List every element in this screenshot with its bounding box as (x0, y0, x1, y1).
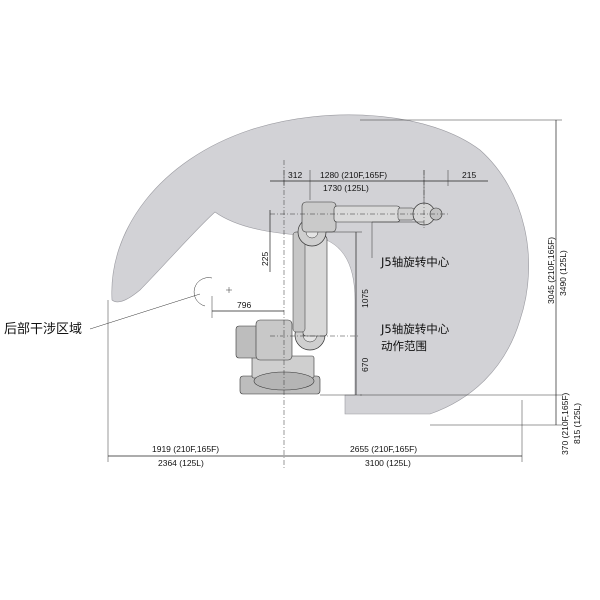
dim-1075: 1075 (360, 289, 370, 308)
work-envelope-area (111, 114, 529, 415)
rear-interference-marker (193, 277, 232, 307)
robot-lower-arm (302, 235, 328, 337)
dim-2364: 2364 (125L) (158, 458, 204, 468)
dim-312: 312 (288, 170, 302, 180)
dim-3100: 3100 (125L) (365, 458, 411, 468)
dim-215: 215 (462, 170, 476, 180)
dim-3490: 3490 (125L) (558, 250, 568, 296)
robot-motor (255, 319, 293, 361)
label-rear-interference-zone: 后部干涉区域 (4, 322, 82, 337)
dim-670: 670 (360, 358, 370, 372)
robot-lower-arm-side (292, 231, 306, 333)
label-j5-rotation-center: J5轴旋转中心 (380, 255, 450, 269)
dim-1730: 1730 (125L) (323, 183, 369, 193)
label-j5-range-line2: 动作范围 (381, 339, 427, 353)
dim-2655: 2655 (210F,165F) (350, 444, 417, 454)
dim-1280: 1280 (210F,165F) (320, 170, 387, 180)
dim-225: 225 (260, 252, 270, 266)
label-j5-range-line1: J5轴旋转中心 (380, 322, 450, 336)
dim-3045: 3045 (210F,165F) (546, 237, 556, 304)
robot-upper-housing (301, 201, 337, 233)
dim-1919: 1919 (210F,165F) (152, 444, 219, 454)
dim-815: 815 (125L) (572, 403, 582, 444)
leader-rear-zone (89, 293, 201, 330)
dim-796: 796 (237, 300, 251, 310)
dim-370: 370 (210F,165F) (560, 392, 570, 455)
robot-arm (235, 201, 443, 395)
